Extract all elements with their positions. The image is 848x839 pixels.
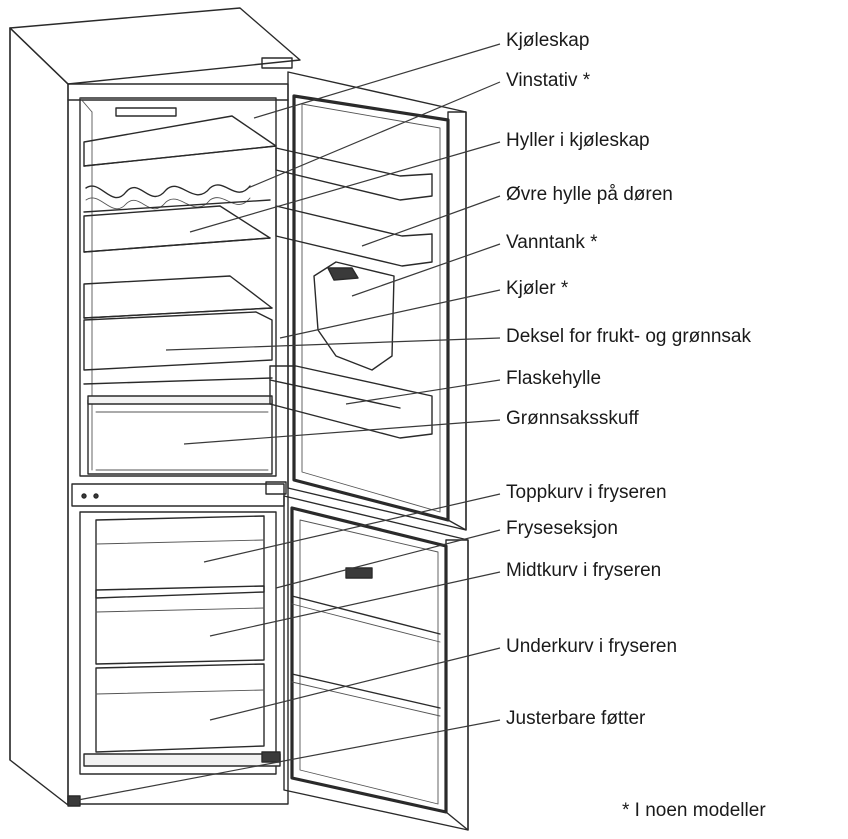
water-tank bbox=[313, 261, 395, 371]
adjustable-foot-left bbox=[67, 795, 81, 807]
freezer-middle-basket bbox=[95, 585, 265, 665]
top-hinge bbox=[261, 57, 293, 69]
bottle-shelf bbox=[269, 365, 433, 439]
leader-toppkurv bbox=[203, 493, 501, 563]
label-underkurv: Underkurv i fryseren bbox=[506, 636, 678, 657]
label-toppkurv: Toppkurv i fryseren bbox=[506, 482, 667, 503]
leader-flaskehylle bbox=[345, 379, 501, 405]
leader-kjoler bbox=[279, 289, 501, 339]
interior-light bbox=[115, 107, 177, 117]
leader-vinstativ bbox=[247, 81, 501, 189]
fridge-interior bbox=[79, 97, 277, 477]
freezer-interior bbox=[79, 511, 277, 775]
label-midtkurv: Midtkurv i fryseren bbox=[506, 560, 662, 581]
label-vanntank: Vanntank * bbox=[506, 232, 598, 253]
label-fryseseksjon: Fryseseksjon bbox=[506, 518, 618, 539]
label-kjoler: Kjøler * bbox=[506, 278, 569, 299]
freezer-handle-hinge bbox=[265, 481, 287, 495]
wine-rack bbox=[85, 184, 251, 199]
leader-hyller bbox=[189, 141, 501, 233]
label-deksel: Deksel for frukt- og grønnsak bbox=[506, 326, 751, 347]
control-panel bbox=[345, 567, 373, 579]
leader-fryseseksjon bbox=[275, 529, 501, 589]
leader-ovre-hylle bbox=[361, 195, 501, 247]
leader-underkurv bbox=[209, 647, 501, 721]
label-justerbare: Justerbare føtter bbox=[506, 708, 646, 729]
label-gronnsaksskuff: Grønnsaksskuff bbox=[506, 408, 639, 429]
adjustable-foot-right bbox=[261, 751, 281, 763]
leader-gronnsaksskuff bbox=[183, 419, 501, 445]
fridge-door-edge bbox=[447, 111, 467, 531]
leader-deksel bbox=[165, 337, 501, 351]
footnote: * I noen modeller bbox=[622, 800, 766, 821]
label-ovre-hylle: Øvre hylle på døren bbox=[506, 184, 673, 205]
label-vinstativ: Vinstativ * bbox=[506, 70, 591, 91]
cabinet-divider bbox=[71, 483, 285, 507]
leader-justerbare bbox=[77, 719, 501, 801]
leader-vanntank bbox=[351, 243, 501, 297]
crisper-cover bbox=[83, 311, 273, 371]
leader-midtkurv bbox=[209, 571, 501, 637]
leader-kjoleskap bbox=[253, 43, 501, 119]
upper-door-shelf bbox=[275, 147, 433, 201]
label-flaskehylle: Flaskehylle bbox=[506, 368, 602, 389]
label-hyller: Hyller i kjøleskap bbox=[506, 130, 650, 151]
freezer-bottom-basket bbox=[95, 663, 265, 753]
label-kjoleskap: Kjøleskap bbox=[506, 30, 590, 51]
